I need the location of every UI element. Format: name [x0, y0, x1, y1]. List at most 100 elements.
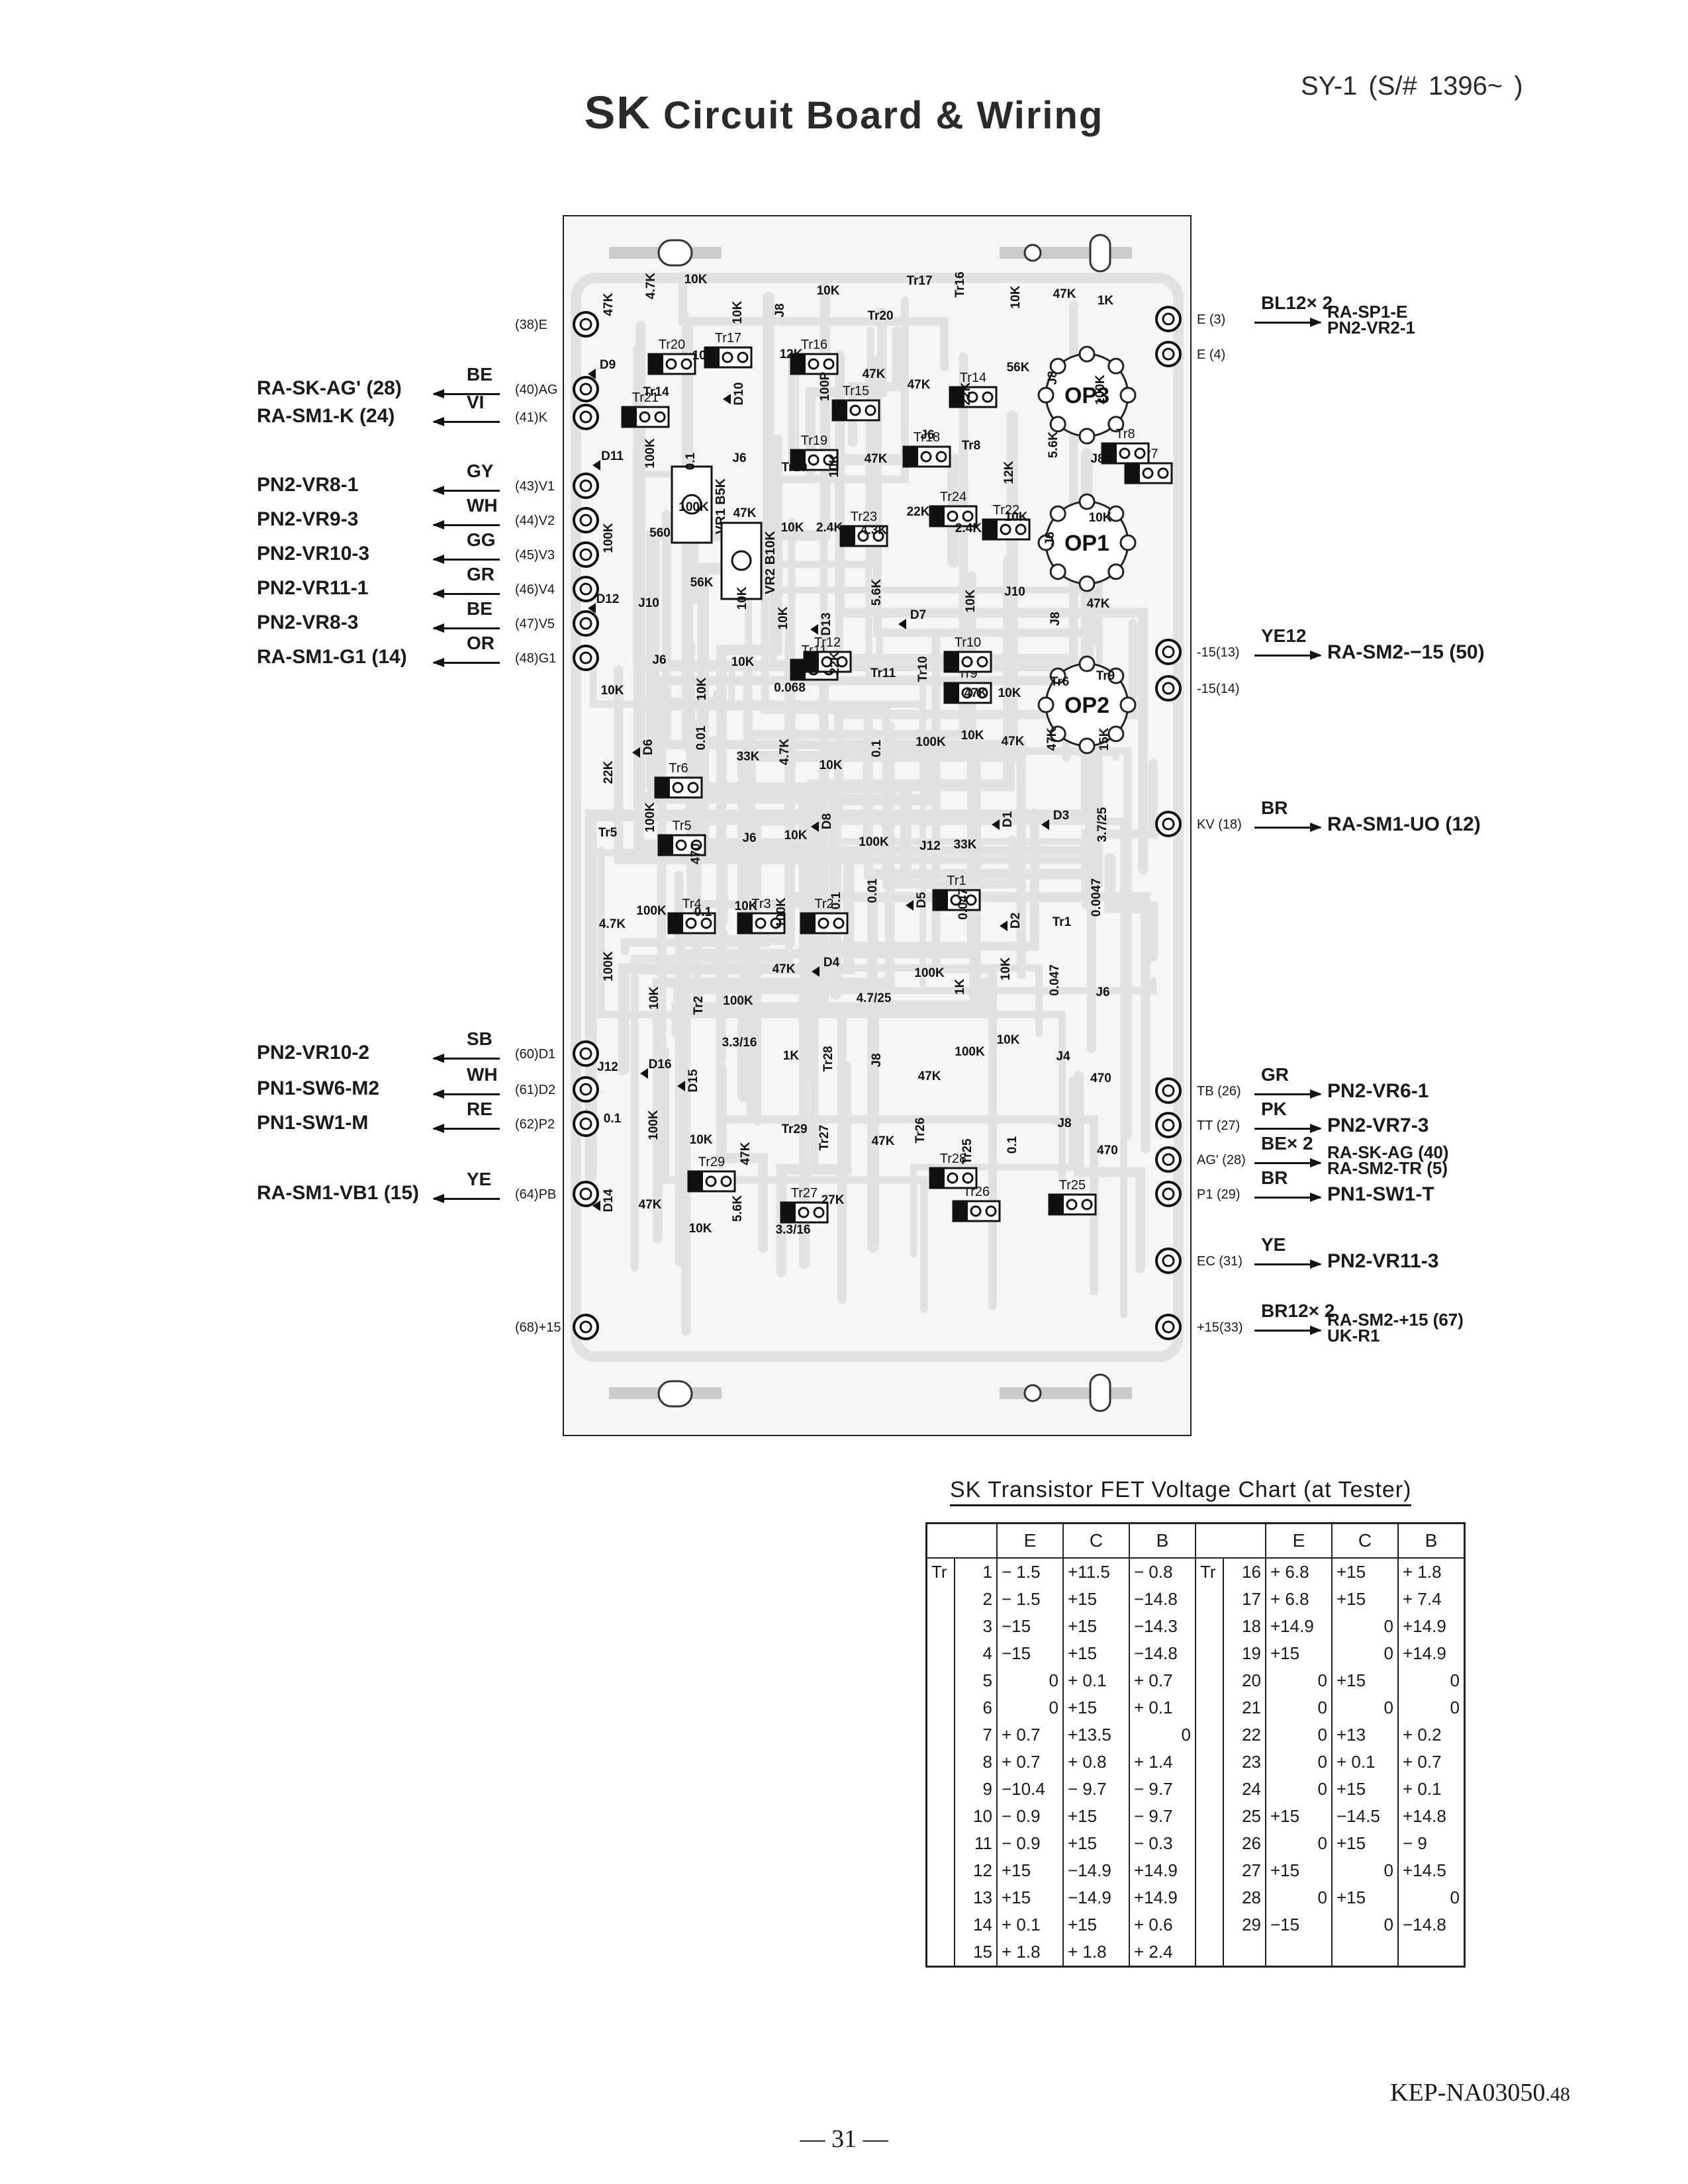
cell-b: +14.9 — [1397, 1640, 1466, 1667]
pin-label: (40)AG — [515, 383, 558, 397]
ic-pin — [1119, 387, 1137, 404]
wire-color: GR — [467, 564, 494, 584]
wire-color: GY — [467, 461, 494, 481]
component-label: 560 — [649, 526, 671, 540]
transistor-pin — [976, 687, 988, 699]
component-label: 10K — [827, 454, 841, 477]
component-label: 27K — [821, 1193, 845, 1207]
cell-c: +15 — [1062, 1613, 1130, 1640]
transistor-base — [1125, 463, 1140, 483]
cell-e: − 1.5 — [996, 1558, 1064, 1586]
component-label: 100K — [723, 994, 753, 1008]
transistor-pin — [821, 656, 833, 668]
col-b: B — [1129, 1522, 1196, 1559]
component-label: 4.7K — [599, 917, 626, 931]
pcb-trace — [618, 862, 855, 1075]
pcb-trace — [867, 715, 1099, 1034]
tr-number: 7 — [954, 1721, 998, 1749]
transistor-base — [791, 660, 806, 680]
wire-destination: RA-SM2-+15 (67) — [1327, 1310, 1464, 1330]
diode-symbol — [906, 900, 914, 911]
component-label: D12 — [596, 592, 620, 606]
cell-c: +15 — [1331, 1884, 1399, 1911]
tr-number: 6 — [954, 1694, 998, 1721]
ic-pin — [1119, 696, 1137, 713]
component-label: 100P — [818, 371, 832, 401]
transistor-pin — [1066, 1199, 1078, 1210]
transistor-label: Tr14 — [960, 371, 986, 385]
pin-label: (46)V4 — [515, 582, 555, 597]
transistor-pin — [947, 1172, 959, 1184]
transistor-base — [933, 890, 948, 910]
component-label: 2.4K — [955, 522, 982, 535]
wire-destination: PN2-VR6-1 — [1327, 1080, 1429, 1102]
mount-bottom — [609, 1373, 1132, 1412]
cell-b: + 1.4 — [1129, 1749, 1196, 1776]
transistor-label: Tr20 — [659, 338, 685, 352]
pin-label: E (4) — [1197, 347, 1226, 362]
wire-color: YE — [1261, 1234, 1286, 1255]
component-label: 1K — [1098, 294, 1114, 308]
pad-terminal — [1162, 1153, 1175, 1166]
wire-destination: PN2-VR9-3 — [257, 508, 359, 530]
transistor-base — [983, 520, 998, 539]
cell-e: + 0.7 — [996, 1721, 1064, 1749]
wire-color: WH — [467, 1064, 498, 1085]
wire-destination: RA-SM1-G1 (14) — [257, 646, 407, 668]
transistor-pin — [675, 839, 687, 851]
tr-prefix — [1195, 1938, 1223, 1967]
cell-b: + 7.4 — [1397, 1586, 1466, 1613]
transistor-base — [622, 407, 637, 427]
component-label: 10K — [1005, 510, 1028, 524]
tr-number: 2 — [954, 1586, 998, 1613]
component-label: Tr17 — [906, 274, 932, 288]
title-prefix: SK — [584, 87, 651, 138]
pad-terminal — [1162, 645, 1175, 659]
title-rest: Circuit Board & Wiring — [663, 94, 1104, 137]
transistor-base — [930, 506, 945, 526]
transistor-label: Tr29 — [698, 1155, 725, 1169]
wire-color: BL12× 2 — [1261, 293, 1333, 313]
tr-number: 12 — [954, 1857, 998, 1884]
pad-terminal — [1162, 1187, 1175, 1201]
ic-pin — [1107, 725, 1125, 743]
component-label: J8 — [1090, 452, 1104, 466]
wire-destination: PN2-VR10-2 — [257, 1042, 370, 1064]
pin-label: (62)P2 — [515, 1117, 555, 1132]
pin-label: (44)V2 — [515, 514, 555, 528]
cell-c: 0 — [1331, 1857, 1399, 1884]
pin-label: E (3) — [1197, 312, 1226, 327]
pcb-trace — [585, 447, 1093, 1183]
transistor-label: Tr4 — [682, 897, 701, 911]
component-label: 10K — [784, 829, 808, 842]
component-label: 100K — [636, 904, 667, 918]
transistor-base — [950, 387, 964, 407]
cell-e: 0 — [1265, 1776, 1333, 1803]
wire-destination: PN2-VR11-1 — [257, 577, 369, 599]
diode-symbol — [588, 603, 596, 614]
tr-prefix — [925, 1857, 955, 1884]
cell-c: +15 — [1331, 1586, 1399, 1613]
pin-label: (61)D2 — [515, 1083, 556, 1097]
cell-c: +15 — [1062, 1803, 1130, 1830]
pad-terminal — [579, 582, 592, 596]
wire-color: SB — [467, 1028, 492, 1049]
component-label: 100K — [647, 1110, 661, 1140]
component-label: J8 — [1057, 1116, 1071, 1130]
tr-number: 1 — [954, 1558, 998, 1586]
component-label: J6 — [652, 653, 666, 667]
component-label: 56K — [1007, 361, 1030, 375]
wire-color: PK — [1261, 1099, 1287, 1119]
wire-color: BR12× 2 — [1261, 1300, 1335, 1321]
pin-label: (64)PB — [515, 1187, 557, 1202]
cell-b: − 0.8 — [1129, 1558, 1196, 1586]
wire-color: BR — [1261, 1167, 1288, 1188]
tr-number: 25 — [1223, 1803, 1266, 1830]
transistor-label: Tr22 — [993, 503, 1019, 518]
component-label: 10K — [647, 986, 661, 1009]
transistor-base — [804, 652, 819, 672]
diode-symbol — [723, 394, 731, 404]
